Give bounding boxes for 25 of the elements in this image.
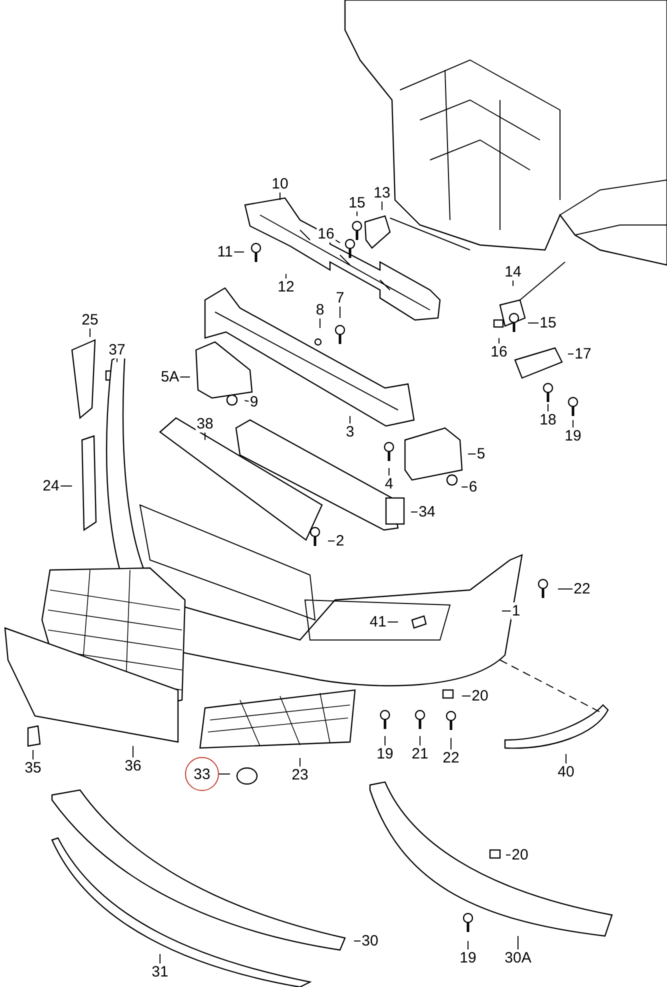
leader-line (498, 338, 500, 344)
leader-line (528, 322, 540, 324)
leader-line (356, 211, 358, 216)
leader-line (512, 280, 514, 286)
leader-line (354, 940, 362, 942)
leader-line (244, 400, 250, 402)
leader-line (502, 610, 512, 612)
callout-number: 37 (108, 342, 126, 358)
leader-line (450, 738, 452, 750)
leader-line (328, 540, 336, 542)
leader-line (388, 468, 390, 476)
leader-line (132, 746, 134, 758)
highlighted-callout-number: 33 (185, 757, 219, 791)
leader-line (572, 420, 574, 428)
leader-line (506, 854, 512, 856)
callout-number: 16 (316, 226, 336, 242)
callout-number: 1 (510, 602, 522, 620)
callout-number: 38 (196, 416, 214, 432)
leader-line (461, 486, 468, 488)
leader-line (558, 588, 574, 590)
leader-line (204, 432, 206, 440)
leader-line (116, 358, 118, 362)
leader-line (384, 736, 386, 746)
leader-line (180, 376, 190, 378)
leader-line (32, 750, 34, 760)
